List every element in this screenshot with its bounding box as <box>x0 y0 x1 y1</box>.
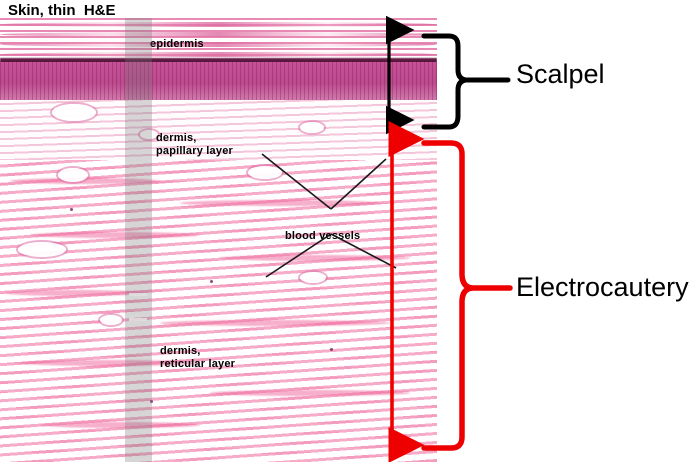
grey-band-artifact <box>125 18 152 462</box>
annotation-electrocautery-label: Electrocautery <box>516 272 689 302</box>
stratum-corneum-layer <box>0 18 437 60</box>
electrocautery-brace <box>421 140 475 451</box>
reticular-dermis-layer <box>0 160 437 462</box>
figure-title: Skin, thin H&E <box>8 2 116 19</box>
papillary-dermis-layer <box>0 100 437 160</box>
label-papillary-dermis: dermis, papillary layer <box>156 132 233 157</box>
label-reticular-dermis: dermis, reticular layer <box>160 345 236 370</box>
epidermis-layer <box>0 62 437 100</box>
label-blood-vessels: blood vessels <box>285 230 361 242</box>
annotation-scalpel-label: Scalpel <box>516 59 605 89</box>
scalpel-brace <box>421 33 469 130</box>
label-epidermis: epidermis <box>150 38 204 50</box>
histology-micrograph: epidermis dermis, papillary layer blood … <box>0 18 437 462</box>
blood-vessel-leader-lines <box>261 153 397 278</box>
stratum-granulosum-line <box>0 58 437 63</box>
